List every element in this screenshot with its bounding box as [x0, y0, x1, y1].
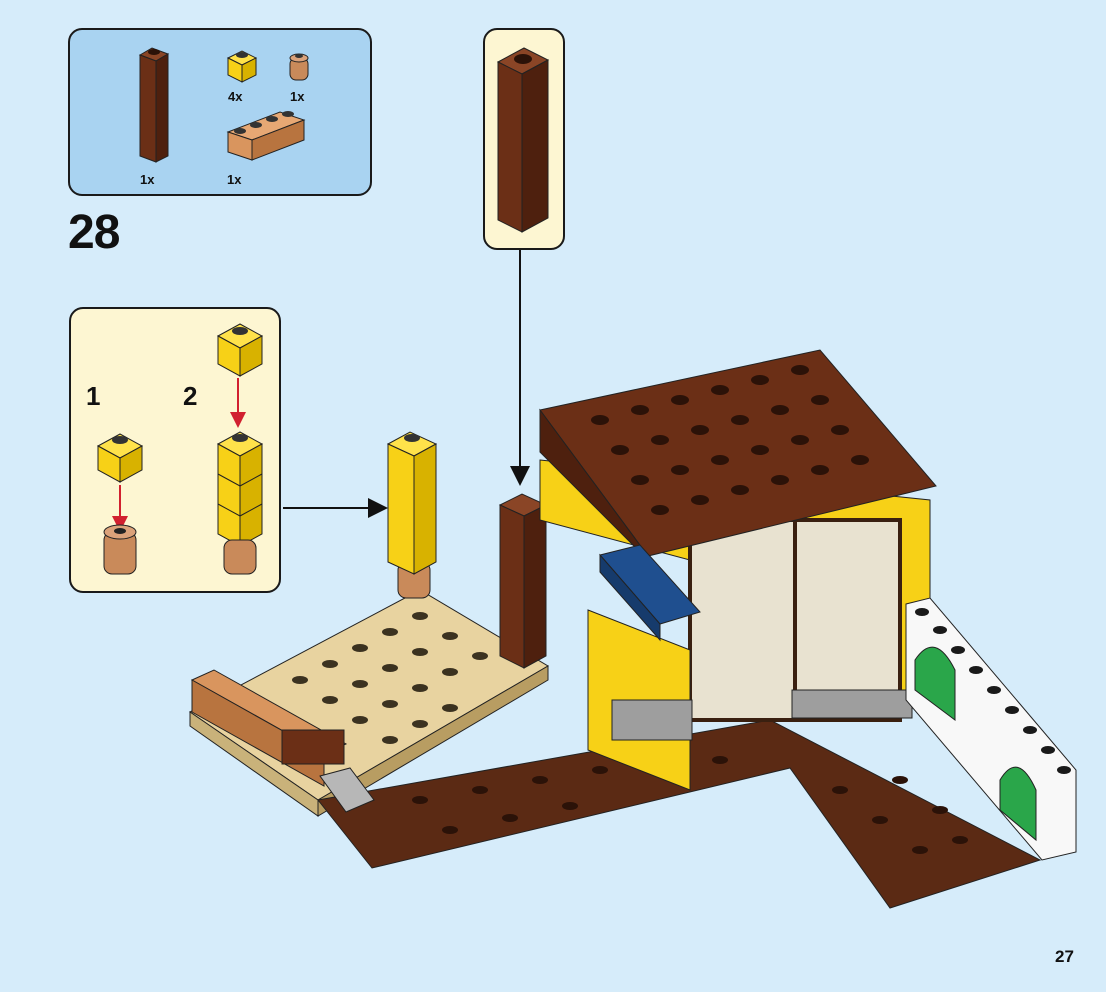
substep-1-drawing	[98, 434, 142, 574]
part-yellow-1x1-brick	[228, 51, 256, 82]
callout-tall-brown-brick	[498, 48, 548, 232]
part-round-nougat-brick	[290, 54, 308, 80]
part-tall-brown-brick	[140, 48, 168, 162]
part-log-nougat-brick	[228, 111, 304, 160]
main-model	[190, 350, 1076, 908]
substep-2-drawing	[218, 324, 262, 574]
